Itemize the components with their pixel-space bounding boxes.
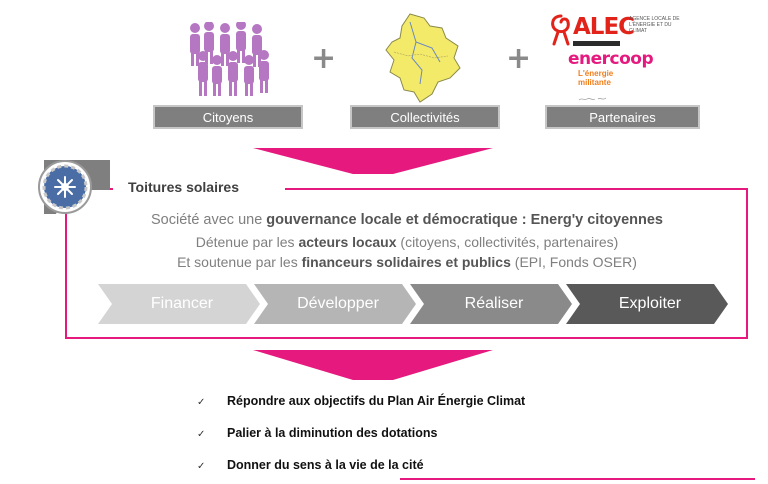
funding-prefix: Et soutenue par les [177,254,302,270]
governance-line: Société avec une gouvernance locale et d… [66,211,748,229]
plus-sign-1: + [311,41,337,76]
partners-logos: ALEC Agence locale de l'énergie et du cl… [548,12,680,112]
list-item: ✓ Palier à la diminution des dotations [197,426,525,458]
solar-roofs-box [65,188,748,339]
objective-text: Répondre aux objectifs du Plan Air Énerg… [227,394,526,408]
plus-sign-2: + [506,41,532,76]
step-exploiter-label: Exploiter [618,295,682,312]
collectivities-label: Collectivités [350,105,500,129]
territory-map-icon [385,13,461,103]
citizens-people-icon [190,22,269,96]
ownership-prefix: Détenue par les [195,234,299,250]
process-chevrons [98,284,728,324]
alec-subtitle: Agence locale de l'énergie et du climat [629,16,680,34]
step-financer-chevron [98,284,260,324]
step-financer-label: Financer [150,295,214,312]
ownership-bold: acteurs locaux [298,234,397,250]
alec-bar [573,41,620,46]
funding-line: Et soutenue par les financeurs solidaire… [66,253,748,271]
check-icon: ✓ [197,461,206,472]
governance-bold: gouvernance locale et démocratique : Ene… [266,212,663,228]
section-title: Toitures solaires [128,179,240,195]
objective-text: Palier à la diminution des dotations [227,426,438,440]
enercoop-tagline-1: L'énergie [578,69,614,78]
governance-prefix: Société avec une [151,212,267,228]
step-exploiter-chevron [566,284,728,324]
alec-logo-icon [551,14,570,46]
down-arrow-2 [253,350,493,380]
objectives-list: ✓ Répondre aux objectifs du Plan Air Éne… [197,394,525,484]
step-developper-label: Développer [297,295,379,312]
enercoop-tagline: L'énergie militante [578,69,613,87]
funding-suffix: (EPI, Fonds OSER) [510,254,637,270]
funding-bold: financeurs solidaires et publics [301,254,511,270]
list-item: ✓ Répondre aux objectifs du Plan Air Éne… [197,394,525,426]
alec-logo-text: ALEC [573,14,635,40]
bottom-accent-line [400,478,755,480]
ownership-line: Détenue par les acteurs locaux (citoyens… [66,233,748,251]
enercoop-logo-text: enercoop [568,49,654,69]
citizens-label: Citoyens [153,105,303,129]
ownership-suffix: (citoyens, collectivités, partenaires) [396,234,619,250]
step-realiser-chevron [410,284,572,324]
list-item: ✓ Donner du sens à la vie de la cité [197,458,525,484]
check-icon: ✓ [197,429,206,440]
check-icon: ✓ [197,397,206,408]
enercoop-signature-icon [578,97,607,101]
step-realiser-label: Réaliser [464,295,524,312]
down-arrow-1 [253,148,493,174]
title-gap [113,178,285,198]
solar-emblem-icon [38,160,110,214]
partners-label: Partenaires [545,105,700,129]
enercoop-tagline-2: militante [578,78,611,87]
step-developper-chevron [254,284,416,324]
objective-text: Donner du sens à la vie de la cité [227,458,424,472]
